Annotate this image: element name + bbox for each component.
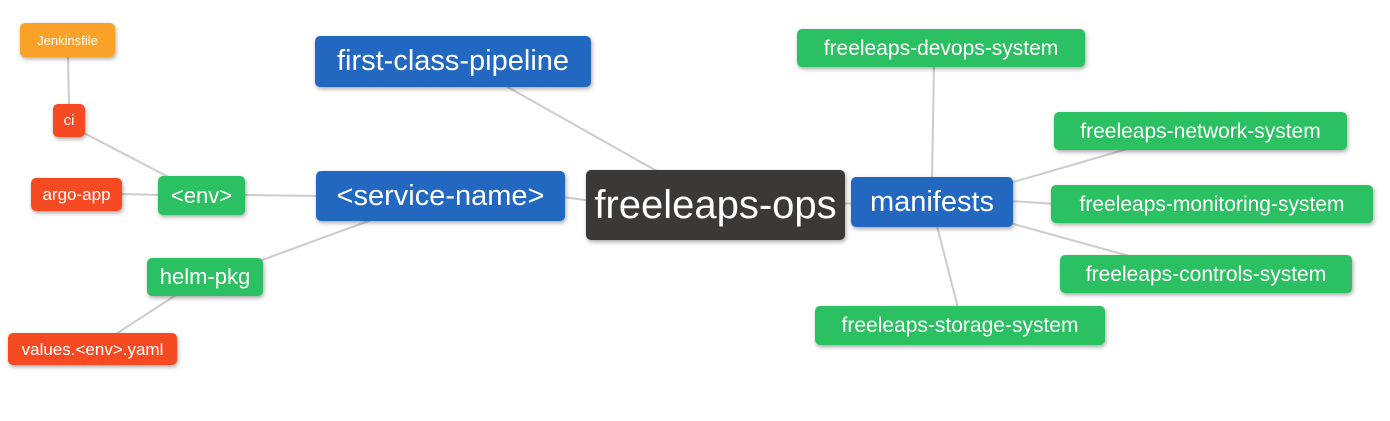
node-freeleaps-ops[interactable]: freeleaps-ops [586, 170, 845, 240]
edge-manifests-devops [931, 65, 935, 181]
node-env[interactable]: <env> [158, 176, 245, 215]
edge-jenkinsfile-ci [67, 56, 70, 107]
edge-manifests-controls [1009, 222, 1141, 260]
node-devops-system[interactable]: freeleaps-devops-system [797, 29, 1085, 67]
node-monitoring-system[interactable]: freeleaps-monitoring-system [1051, 185, 1373, 223]
edge-argo-app-env [121, 193, 163, 196]
edge-values-helm-pkg [115, 294, 177, 335]
edge-env-service-name [244, 194, 321, 197]
node-ci[interactable]: ci [53, 104, 85, 137]
node-controls-system[interactable]: freeleaps-controls-system [1060, 255, 1352, 293]
edge-pipeline-freeleaps-ops [503, 84, 663, 175]
node-manifests[interactable]: manifests [851, 177, 1013, 227]
node-first-class-pipeline[interactable]: first-class-pipeline [315, 36, 591, 87]
edge-manifests-network [1009, 148, 1128, 184]
node-values-env-yaml[interactable]: values.<env>.yaml [8, 333, 177, 365]
node-jenkinsfile[interactable]: Jenkinsfile [20, 23, 115, 57]
edge-helm-pkg-service-name [261, 218, 375, 261]
node-argo-app[interactable]: argo-app [31, 178, 122, 211]
edge-ci-env [83, 132, 179, 183]
node-helm-pkg[interactable]: helm-pkg [147, 258, 263, 296]
edge-manifests-storage [936, 225, 959, 309]
node-service-name[interactable]: <service-name> [316, 171, 565, 221]
node-network-system[interactable]: freeleaps-network-system [1054, 112, 1347, 150]
edge-manifests-monitoring [1009, 200, 1057, 205]
node-storage-system[interactable]: freeleaps-storage-system [815, 306, 1105, 345]
